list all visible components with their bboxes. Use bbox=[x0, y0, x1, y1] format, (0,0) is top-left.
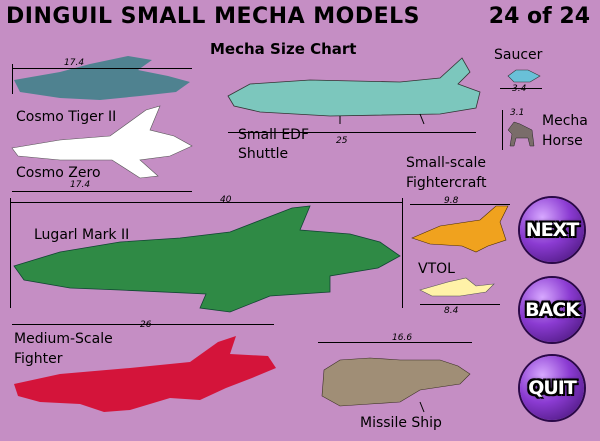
label-medium-scale: Medium-Scale bbox=[14, 331, 113, 347]
vtol-dimension: 8.4 bbox=[444, 306, 459, 316]
label-fighter: Fighter bbox=[14, 351, 63, 367]
vtol-dimension-line bbox=[420, 304, 500, 305]
cosmo-tiger-dimension: 17.4 bbox=[64, 58, 85, 68]
fighter-dimension: 9.8 bbox=[444, 196, 459, 206]
saucer-dimension: 3.4 bbox=[512, 84, 527, 94]
quit-button-label: QUIT bbox=[528, 377, 577, 399]
dimension-tick bbox=[10, 198, 11, 308]
next-button-label: NEXT bbox=[525, 219, 579, 241]
medium-fighter-silhouette bbox=[14, 336, 276, 412]
chart-title: Mecha Size Chart bbox=[210, 40, 357, 58]
lugarl-dimension: 40 bbox=[220, 195, 232, 205]
next-button[interactable]: NEXT bbox=[520, 198, 584, 262]
saucer-dimension-line bbox=[500, 88, 542, 89]
horse-dimension: 3.1 bbox=[510, 108, 525, 118]
cosmo-tiger-silhouette bbox=[14, 56, 190, 100]
shuttle-dimension-line bbox=[228, 132, 476, 133]
back-button-label: BACK bbox=[525, 299, 580, 321]
label-small-edf: Small EDF bbox=[238, 127, 310, 143]
back-button[interactable]: BACK bbox=[520, 278, 584, 342]
label-small-scale: Small-scale bbox=[406, 155, 487, 171]
medium-dimension-line bbox=[12, 324, 274, 325]
fighter-silhouette bbox=[411, 205, 509, 253]
label-missile-ship: Missile Ship bbox=[360, 415, 442, 431]
shuttle-silhouette bbox=[227, 57, 481, 117]
label-mecha: Mecha bbox=[542, 113, 588, 129]
page-indicator: 24 of 24 bbox=[488, 4, 590, 29]
horse-silhouette bbox=[507, 121, 535, 147]
missile-dimension-line bbox=[318, 342, 472, 343]
cosmo-zero-dimension: 17.4 bbox=[70, 180, 91, 190]
label-cosmo-tiger: Cosmo Tiger II bbox=[16, 109, 117, 125]
label-cosmo-zero: Cosmo Zero bbox=[16, 165, 101, 181]
label-saucer: Saucer bbox=[494, 47, 543, 63]
cosmo-tiger-dimension-line bbox=[12, 68, 192, 69]
label-shuttle: Shuttle bbox=[238, 146, 289, 162]
cosmo-zero-dimension-line bbox=[12, 191, 192, 192]
dimension-tick bbox=[12, 64, 13, 94]
lugarl-silhouette bbox=[13, 205, 401, 313]
saucer-silhouette bbox=[507, 69, 541, 83]
missile-dimension: 16.6 bbox=[392, 333, 413, 343]
label-horse: Horse bbox=[542, 133, 583, 149]
horse-dimension-line bbox=[502, 110, 503, 150]
label-fightercraft: Fightercraft bbox=[406, 175, 487, 191]
fighter-dimension-line bbox=[410, 204, 510, 205]
label-lugarl: Lugarl Mark II bbox=[34, 227, 130, 243]
medium-dimension: 26 bbox=[140, 320, 152, 330]
label-vtol: VTOL bbox=[418, 261, 455, 277]
missile-ship-silhouette bbox=[321, 357, 471, 407]
page-title: DINGUIL SMALL MECHA MODELS bbox=[6, 4, 421, 29]
quit-button[interactable]: QUIT bbox=[520, 356, 584, 420]
lugarl-dimension-line bbox=[10, 202, 402, 203]
shuttle-dimension: 25 bbox=[336, 136, 348, 146]
vtol-silhouette bbox=[419, 277, 495, 297]
dimension-tick bbox=[402, 198, 403, 308]
cosmo-zero-silhouette bbox=[11, 105, 193, 179]
